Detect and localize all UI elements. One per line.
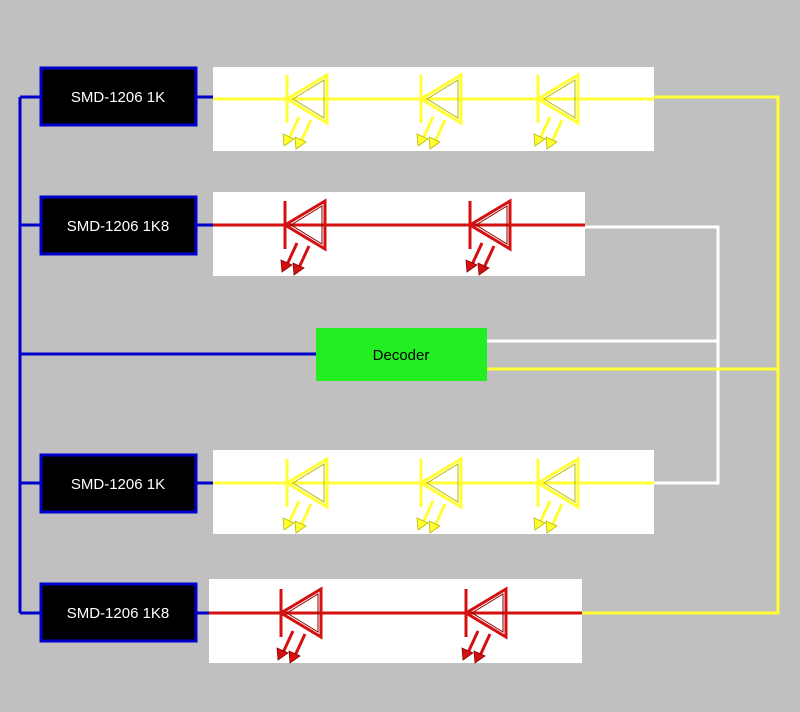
yellow-return-wire bbox=[468, 95, 780, 615]
led-triangle-inner bbox=[543, 79, 576, 119]
resistor-2-label: SMD-1206 1K8 bbox=[67, 218, 170, 235]
led-arrow-head bbox=[465, 259, 478, 273]
led-arrow-head bbox=[276, 647, 289, 661]
led-arrow-head bbox=[282, 517, 295, 531]
led-diode-icon bbox=[280, 198, 327, 276]
led-panel-4 bbox=[209, 579, 582, 663]
led-triangle-inner bbox=[290, 205, 323, 245]
led-triangle-inner bbox=[471, 593, 504, 633]
led-arrow-head bbox=[294, 520, 307, 534]
led-triangle-inner bbox=[426, 463, 459, 503]
resistor-4-body bbox=[39, 582, 198, 643]
resistor-2: SMD-1206 1K8 bbox=[39, 195, 198, 256]
led-arrow-head bbox=[473, 650, 486, 664]
blue-bus bbox=[18, 95, 316, 615]
resistor-4: SMD-1206 1K8 bbox=[39, 582, 198, 643]
led-triangle-inner bbox=[543, 463, 576, 503]
led-triangle-inner bbox=[475, 205, 508, 245]
led-arrow-head bbox=[416, 517, 429, 531]
led-diode-icon bbox=[533, 72, 580, 150]
led-triangle-inner bbox=[426, 79, 459, 119]
white-wire-path bbox=[585, 225, 720, 485]
resistor-3-body bbox=[39, 453, 198, 514]
led-diode-icon bbox=[461, 586, 508, 664]
led-arrow-head bbox=[545, 136, 558, 150]
led-diode-icon bbox=[533, 456, 580, 534]
led-arrow-head bbox=[461, 647, 474, 661]
resistor-4-label: SMD-1206 1K8 bbox=[67, 605, 170, 622]
led-diode-icon bbox=[416, 72, 463, 150]
led-arrow-head bbox=[477, 262, 490, 276]
resistor-1-label: SMD-1206 1K bbox=[71, 89, 165, 106]
led-diode-icon bbox=[282, 456, 329, 534]
led-arrow-head bbox=[533, 133, 546, 147]
decoder-box bbox=[316, 328, 487, 381]
resistor-1-body bbox=[39, 66, 198, 127]
led-triangle bbox=[278, 586, 323, 640]
led-triangle bbox=[467, 198, 512, 252]
led-arrow-head bbox=[288, 650, 301, 664]
led-diode-icon bbox=[465, 198, 512, 276]
led-diode-icon bbox=[276, 586, 323, 664]
led-arrow-head bbox=[282, 133, 295, 147]
resistor-3-label: SMD-1206 1K bbox=[71, 476, 165, 493]
led-triangle bbox=[535, 72, 580, 126]
led-triangle bbox=[284, 72, 329, 126]
led-triangle-inner bbox=[292, 463, 325, 503]
led-arrow-head bbox=[428, 136, 441, 150]
white-return-wire bbox=[468, 225, 720, 485]
led-arrow-head bbox=[292, 262, 305, 276]
led-triangle bbox=[463, 586, 508, 640]
led-diode-icon bbox=[282, 72, 329, 150]
led-diode-icon bbox=[416, 456, 463, 534]
led-arrow-head bbox=[294, 136, 307, 150]
led-triangle-inner bbox=[292, 79, 325, 119]
resistor-3: SMD-1206 1K bbox=[39, 453, 198, 514]
resistor-1: SMD-1206 1K bbox=[39, 66, 198, 127]
led-arrow-head bbox=[533, 517, 546, 531]
resistor-2-body bbox=[39, 195, 198, 256]
led-triangle bbox=[535, 456, 580, 510]
led-arrow-head bbox=[428, 520, 441, 534]
leds bbox=[276, 72, 580, 664]
led-triangle bbox=[282, 198, 327, 252]
led-arrow-head bbox=[545, 520, 558, 534]
decoder-label: Decoder bbox=[373, 347, 430, 364]
led-triangle bbox=[418, 456, 463, 510]
led-triangle bbox=[418, 72, 463, 126]
led-arrow-head bbox=[416, 133, 429, 147]
led-triangle-inner bbox=[286, 593, 319, 633]
led-triangle bbox=[284, 456, 329, 510]
yellow-wire-path bbox=[582, 95, 780, 615]
led-arrow-head bbox=[280, 259, 293, 273]
led-panel-1 bbox=[213, 67, 654, 151]
led-panel-2 bbox=[213, 192, 585, 276]
